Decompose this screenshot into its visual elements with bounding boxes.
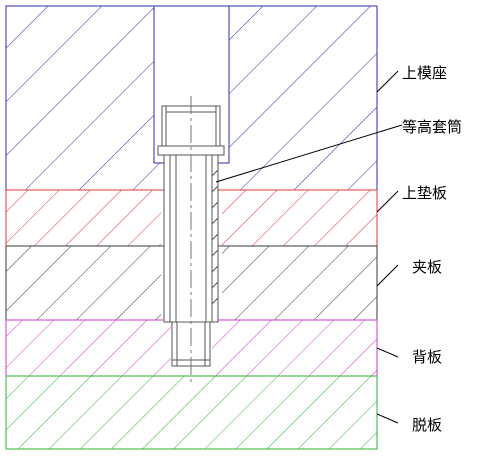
leader-lines — [215, 70, 403, 424]
spacer-sleeve-assembly — [157, 96, 225, 384]
label-clamp-plate: 夹板 — [412, 258, 442, 276]
label-upper-die-seat: 上模座 — [402, 64, 447, 82]
label-spacer-sleeve: 等高套筒 — [402, 118, 462, 136]
label-back-plate: 背板 — [412, 348, 442, 366]
back-plate — [5, 319, 378, 377]
leader-back-plate — [376, 347, 399, 358]
stripper-plate — [5, 375, 378, 450]
leader-upper-backing-plate — [376, 190, 399, 213]
label-stripper-plate: 脱板 — [412, 416, 442, 434]
leader-spacer-sleeve — [215, 124, 403, 183]
leader-stripper-plate — [376, 413, 399, 424]
leader-clamp-plate — [376, 264, 399, 287]
label-upper-backing-plate: 上垫板 — [402, 184, 447, 202]
leader-upper-die-seat — [376, 70, 399, 93]
upper-die-seat — [5, 5, 378, 191]
